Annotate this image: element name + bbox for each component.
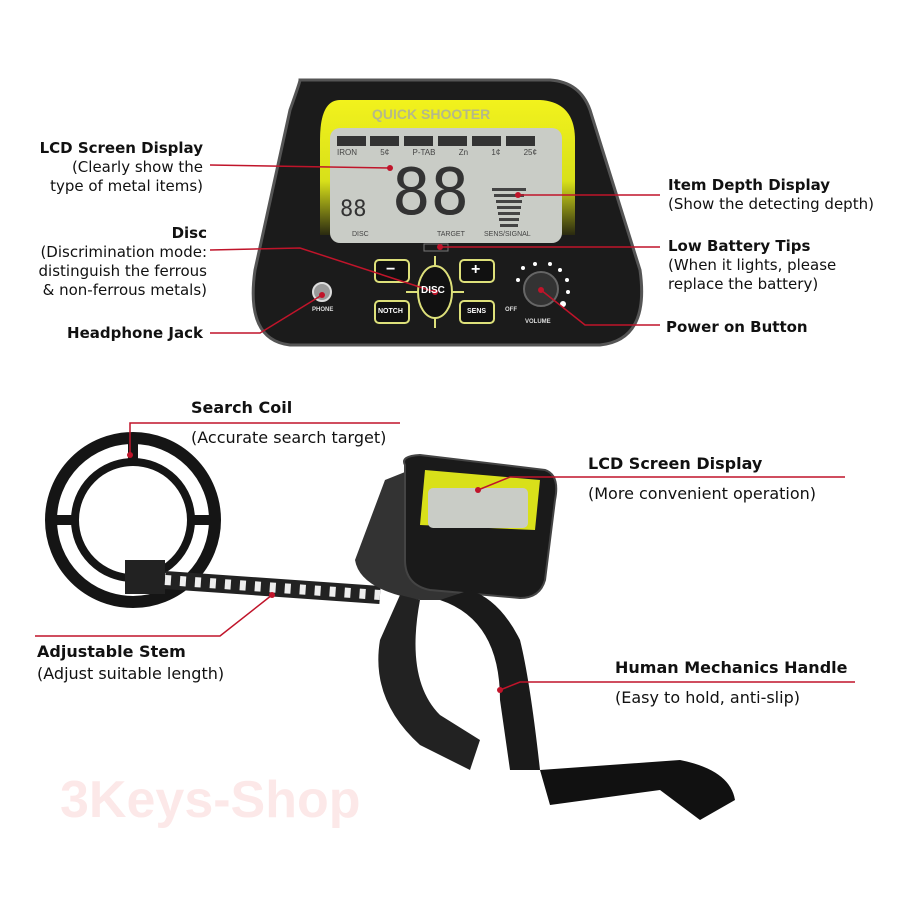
metal-type-labels: IRON 5¢ P-TAB Zn 1¢ 25¢ <box>337 148 537 158</box>
search-coil <box>45 432 221 608</box>
segment-label: IRON <box>337 148 357 157</box>
detector-body <box>355 453 735 820</box>
callout-power: Power on Button <box>666 318 808 336</box>
depth-bars <box>492 188 526 227</box>
callout-disc: Disc (Discrimination mode: distinguish t… <box>39 224 207 300</box>
callout-handle-title: Human Mechanics Handle <box>615 658 848 677</box>
target-digits: 88 <box>392 156 470 230</box>
plus-button[interactable] <box>459 259 495 283</box>
callout-title: Disc <box>171 224 207 242</box>
callout-depth: Item Depth Display (Show the detecting d… <box>668 176 874 214</box>
callout-title: Low Battery Tips <box>668 237 811 255</box>
segment-bars <box>337 136 535 146</box>
callout-line: replace the battery) <box>668 275 819 293</box>
volume-label: VOLUME <box>525 319 551 325</box>
callout-lcd2-title: LCD Screen Display <box>588 454 763 473</box>
adjustable-stem <box>164 571 381 604</box>
disc-digits: 88 <box>340 197 367 222</box>
disc-button-label: DISC <box>421 285 445 296</box>
segment-label: 1¢ <box>491 148 501 157</box>
callout-line: (Discrimination mode: <box>40 243 207 261</box>
callout-stem-sub: (Adjust suitable length) <box>37 664 225 683</box>
off-label: OFF <box>505 307 517 313</box>
lcd-screen-small <box>428 488 528 528</box>
callout-stem-title: Adjustable Stem <box>37 642 186 661</box>
phone-label: PHONE <box>312 307 334 313</box>
segment-label: 25¢ <box>523 148 537 157</box>
minus-button[interactable] <box>374 259 410 283</box>
notch-button[interactable] <box>374 300 410 324</box>
callout-line: & non-ferrous metals) <box>42 281 207 299</box>
callout-title: Item Depth Display <box>668 176 831 194</box>
callout-line: (Clearly show the <box>71 158 203 176</box>
sens-label: SENS <box>467 308 487 315</box>
sens-button[interactable] <box>459 300 495 324</box>
callout-headphone: Headphone Jack <box>67 324 203 342</box>
segment-label: P-TAB <box>412 148 436 157</box>
minus-label: − <box>386 261 396 278</box>
plus-label: + <box>471 261 481 278</box>
control-panel <box>251 78 644 347</box>
watermark: 3Keys-Shop <box>60 771 361 829</box>
callout-lcd2-sub: (More convenient operation) <box>588 484 817 503</box>
callout-title: LCD Screen Display <box>39 139 203 157</box>
segment-label: Zn <box>458 148 469 157</box>
disc-lcd-label: DISC <box>352 231 369 238</box>
callout-lcd: LCD Screen Display (Clearly show the typ… <box>40 139 203 196</box>
sens-lcd-label: SENS/SIGNAL <box>484 231 531 238</box>
callout-line: (When it lights, please <box>668 256 837 274</box>
callout-coil-sub: (Accurate search target) <box>191 428 387 447</box>
callout-line: type of metal items) <box>50 177 203 195</box>
target-lcd-label: TARGET <box>437 231 465 238</box>
callout-battery: Low Battery Tips (When it lights, please… <box>668 237 836 294</box>
segment-label: 5¢ <box>380 148 390 157</box>
callout-line: distinguish the ferrous <box>38 262 207 280</box>
brand-label: QUICK SHOOTER <box>372 106 491 122</box>
callout-coil-title: Search Coil <box>191 398 293 417</box>
callout-lines <box>35 164 855 691</box>
callout-handle-sub: (Easy to hold, anti-slip) <box>615 688 800 707</box>
notch-label: NOTCH <box>378 308 403 315</box>
callout-line: (Show the detecting depth) <box>668 195 874 213</box>
